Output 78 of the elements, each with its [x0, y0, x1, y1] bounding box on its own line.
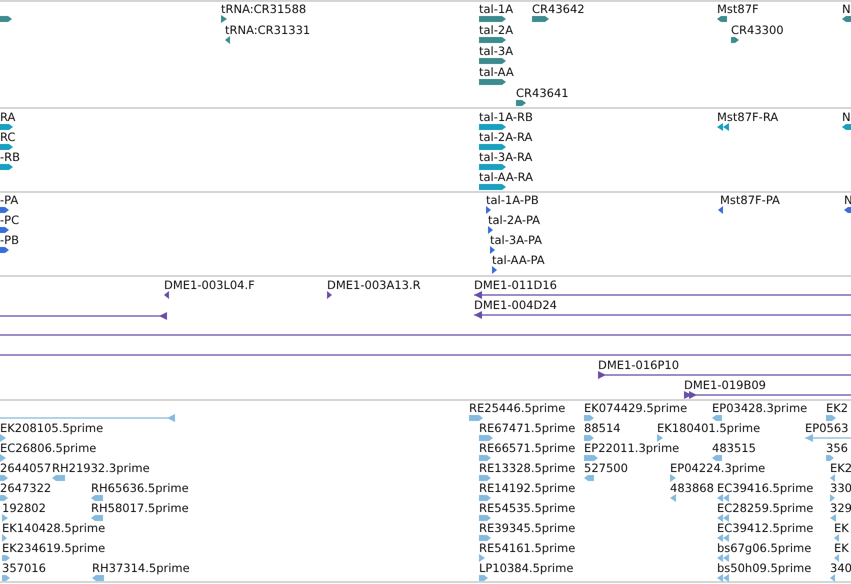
feature-label: 2644057: [0, 461, 52, 475]
feature-label: 356: [826, 441, 848, 455]
feature-label: RE39345.5prime: [479, 521, 576, 535]
feature-label: EK234619.5prime: [2, 541, 106, 555]
feature-label: RE54535.5prime: [479, 501, 576, 515]
feature-label: tal-AA-PA: [492, 253, 545, 267]
feature-label: -PB: [0, 233, 19, 247]
feature-label: EK180401.5prime: [657, 421, 760, 435]
feature-label: EK140428.5prime: [2, 521, 106, 535]
feature-label: RH21932.3prime: [52, 461, 150, 475]
feature-label: Mst87F-RA: [717, 110, 778, 124]
feature-label: Mst87F-PA: [720, 193, 780, 207]
feature-label: N: [842, 2, 851, 16]
feature-label: N: [842, 110, 851, 124]
feature-label: tal-3A: [479, 44, 514, 58]
feature-label: RE66571.5prime: [479, 441, 576, 455]
feature-label: RH37314.5prime: [92, 561, 190, 575]
feature-label: -PC: [0, 213, 20, 227]
feature-label: RE25446.5prime: [469, 401, 566, 415]
feature-label: LP10384.5prime: [479, 561, 574, 575]
feature-label: DME1-003A13.R: [327, 278, 421, 292]
feature-label: EC26806.5prime: [0, 441, 96, 455]
feature-label: RA: [0, 110, 16, 124]
feature-label: EC39412.5prime: [717, 521, 814, 535]
feature-label: tal-1A-RB: [479, 110, 533, 124]
feature-label: EC39416.5prime: [717, 481, 814, 495]
feature-label: tal-AA-RA: [479, 170, 533, 184]
feature-label: 2647322: [0, 481, 52, 495]
feature-label: 483868: [670, 481, 714, 495]
feature-label: DME1-004D24: [474, 298, 557, 312]
feature-label: 330: [830, 481, 851, 495]
feature-label: DME1-003L04.F: [164, 278, 255, 292]
feature-label: DME1-019B09: [684, 378, 766, 392]
feature-label: tal-3A-PA: [490, 233, 542, 247]
feature-label: EP22011.3prime: [584, 441, 680, 455]
feature-label: RE14192.5prime: [479, 481, 576, 495]
feature-label: EK074429.5prime: [584, 401, 688, 415]
feature-label: DME1-011D16: [474, 278, 557, 292]
feature-label: EK208105.5prime: [0, 421, 104, 435]
feature-label: 527500: [584, 461, 628, 475]
feature-label: DME1-016P10: [598, 358, 680, 372]
feature-label: CR43642: [532, 2, 585, 16]
feature-label: EP03428.3prime: [712, 401, 808, 415]
feature-label: RE67471.5prime: [479, 421, 576, 435]
feature-label: tRNA:CR31588: [221, 2, 306, 16]
feature-label: EK2: [826, 401, 848, 415]
feature-label: -RB: [0, 150, 20, 164]
feature-label: 192802: [2, 501, 46, 515]
feature-label: RH58017.5prime: [91, 501, 189, 515]
feature-label: RE54161.5prime: [479, 541, 576, 555]
feature-label: Mst87F: [717, 2, 759, 16]
feature-label: EK: [834, 521, 849, 535]
feature-label: EP04224.3prime: [670, 461, 766, 475]
feature-label: -PA: [0, 193, 18, 207]
feature-label: 88514: [584, 421, 621, 435]
feature-label: tal-AA: [479, 65, 514, 79]
feature-label: 357016: [2, 561, 46, 575]
feature-label: tal-2A-PA: [488, 213, 540, 227]
feature-label: RE13328.5prime: [479, 461, 576, 475]
feature-label: tal-3A-RA: [479, 150, 532, 164]
feature-label: EC28259.5prime: [717, 501, 814, 515]
feature-label: RC: [0, 130, 16, 144]
feature-label: 329: [830, 501, 851, 515]
feature-label: EK: [834, 541, 849, 555]
feature-label: tal-2A: [479, 23, 514, 37]
feature-label: tal-2A-RA: [479, 130, 532, 144]
feature-label: 340: [830, 561, 851, 575]
feature-label: bs67g06.5prime: [717, 541, 812, 555]
feature-label: 483515: [712, 441, 756, 455]
feature-label: CR43641: [516, 86, 569, 100]
feature-label: tal-1A-PB: [486, 193, 539, 207]
feature-label: tRNA:CR31331: [225, 23, 310, 37]
feature-label: bs50h09.5prime: [717, 561, 812, 575]
feature-label: CR43300: [731, 23, 784, 37]
feature-label: EP0563: [805, 421, 848, 435]
feature-label: RH65636.5prime: [91, 481, 189, 495]
feature-label: EK2: [830, 461, 851, 475]
feature-label: tal-1A: [479, 2, 514, 16]
